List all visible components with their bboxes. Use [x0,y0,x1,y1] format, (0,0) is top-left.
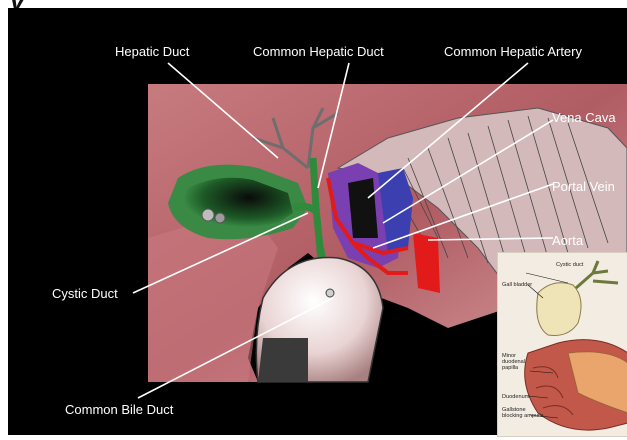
pancreas-dark [258,338,308,382]
inset-label-minor-papilla: Minor duodenal papilla [502,353,525,371]
label-hepatic-duct: Hepatic Duct [115,44,189,59]
inset-label-gallstone: Gallstone blocking ampulla [502,407,544,419]
label-common-hepatic-duct: Common Hepatic Duct [253,44,384,59]
label-common-bile-duct: Common Bile Duct [65,402,173,417]
inset-label-cystic-duct: Cystic duct [556,262,583,268]
inset-illustration: Cystic duct Gall bladder Minor duodenal … [497,252,627,437]
label-common-hepatic-artery: Common Hepatic Artery [444,44,582,59]
label-aorta: Aorta [552,233,583,248]
label-vena-cava: Vena Cava [552,110,616,125]
inset-label-gall-bladder: Gall bladder [502,282,532,288]
label-portal-vein: Portal Vein [552,179,615,194]
label-cystic-duct: Cystic Duct [52,286,118,301]
inset-label-duodenum: Duodenum [502,394,529,400]
